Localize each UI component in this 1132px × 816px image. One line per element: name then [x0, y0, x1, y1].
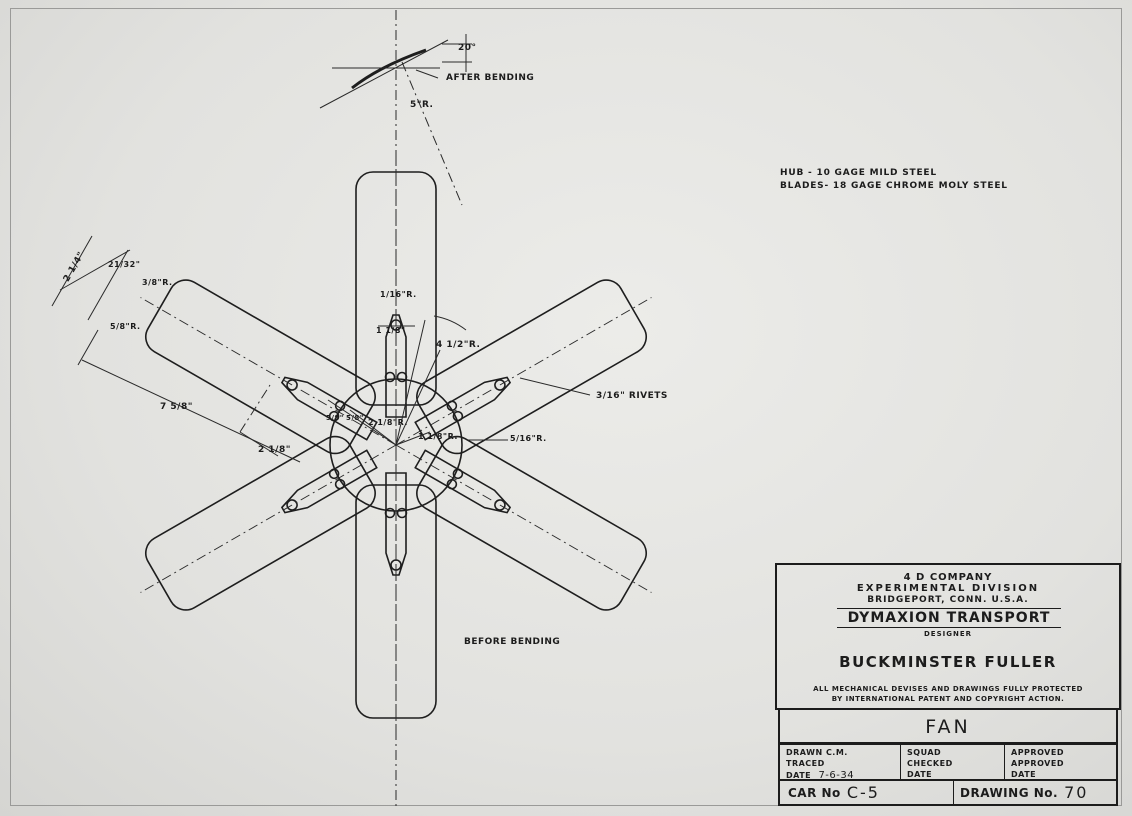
car-no-label: CAR No [788, 785, 841, 800]
squad-label: SQUAD [907, 748, 942, 757]
dim-fillet-radius: 5/16"R. [510, 434, 547, 443]
designer-name: BUCKMINSTER FULLER [839, 653, 1057, 671]
number-block: CAR No C-5 DRAWING No. 70 [778, 781, 1118, 806]
traced-label: TRACED [786, 759, 825, 768]
bend-radius-line [401, 61, 463, 206]
company-name: 4 D COMPANY [903, 572, 993, 583]
blade-lower-left [119, 409, 417, 628]
dim-inner-radius-1: 1 1/8"R. [418, 432, 458, 441]
part-name: FAN [925, 716, 971, 738]
bend-angle-label: 20° [458, 43, 477, 53]
dim-inner-radius-2: 2 1/8"R. [368, 418, 408, 427]
blade-material-note: BLADES- 18 GAGE CHROME MOLY STEEL [780, 181, 1008, 191]
drawing-number-cell: DRAWING No. 70 [953, 781, 1116, 804]
part-name-block: FAN [778, 710, 1118, 744]
hub-material-note: HUB - 10 GAGE MILD STEEL [780, 168, 937, 178]
bend-radius-label: 5"R. [410, 100, 434, 110]
date-label: DATE 7-6-34 [786, 770, 855, 781]
after-bending-label: AFTER BENDING [446, 73, 535, 83]
car-no-value: C-5 [846, 783, 880, 802]
car-number-cell: CAR No C-5 [780, 781, 953, 804]
date3-label: DATE [1011, 770, 1037, 779]
product-name: DYMAXION TRANSPORT [837, 608, 1061, 628]
approved1-label: APPROVED [1011, 748, 1064, 757]
dim-hole-spacing: 1 1/8" [376, 326, 406, 335]
protection-notice-line-2: BY INTERNATIONAL PATENT AND COPYRIGHT AC… [831, 695, 1065, 703]
rivets-label: 3/16" RIVETS [596, 391, 668, 401]
dim-blade-length: 7 5/8" [160, 402, 193, 412]
drawn-column: DRAWN C.M. TRACED DATE 7-6-34 [780, 745, 900, 781]
company-address: BRIDGEPORT, CONN. U.S.A. [867, 595, 1029, 605]
date2-label: DATE [907, 770, 933, 779]
drawn-label: DRAWN C.M. [786, 748, 848, 757]
dim-tip-radius: 5/8"R. [110, 322, 141, 331]
title-block: 4 D COMPANY EXPERIMENTAL DIVISION BRIDGE… [775, 563, 1121, 710]
dim-arm-span: 2 1/8" [258, 445, 291, 455]
before-bending-label: BEFORE BENDING [464, 637, 561, 647]
division-name: EXPERIMENTAL DIVISION [856, 583, 1040, 594]
dim-hole-radius: 1/16"R. [380, 290, 417, 299]
approved2-label: APPROVED [1011, 759, 1064, 768]
dim-hub-radius: 4 1/2"R. [436, 340, 481, 350]
sheet-border [10, 8, 1122, 806]
dim-small-a: 5/8" [326, 414, 344, 422]
designer-label: DESIGNER [923, 630, 972, 638]
checked-label: CHECKED [907, 759, 953, 768]
dim-small-b: 5/8" [346, 414, 364, 422]
date-value: 7-6-34 [818, 770, 855, 781]
squad-column: SQUAD CHECKED DATE [900, 745, 1004, 779]
dim-corner-radius: 3/8"R. [142, 278, 173, 287]
approved-column: APPROVED APPROVED DATE [1004, 745, 1116, 779]
dim-offset: 21/32" [108, 260, 141, 269]
bend-angle-line [319, 39, 449, 109]
protection-notice-line-1: ALL MECHANICAL DEVISES AND DRAWINGS FULL… [813, 685, 1083, 693]
drawing-no-label: DRAWING No. [960, 785, 1059, 800]
blade-upper-right [375, 262, 673, 481]
bent-blade-profile [351, 48, 427, 90]
drawing-no-value: 70 [1064, 783, 1089, 802]
signature-block: DRAWN C.M. TRACED DATE 7-6-34 SQUAD CHEC… [778, 743, 1118, 781]
